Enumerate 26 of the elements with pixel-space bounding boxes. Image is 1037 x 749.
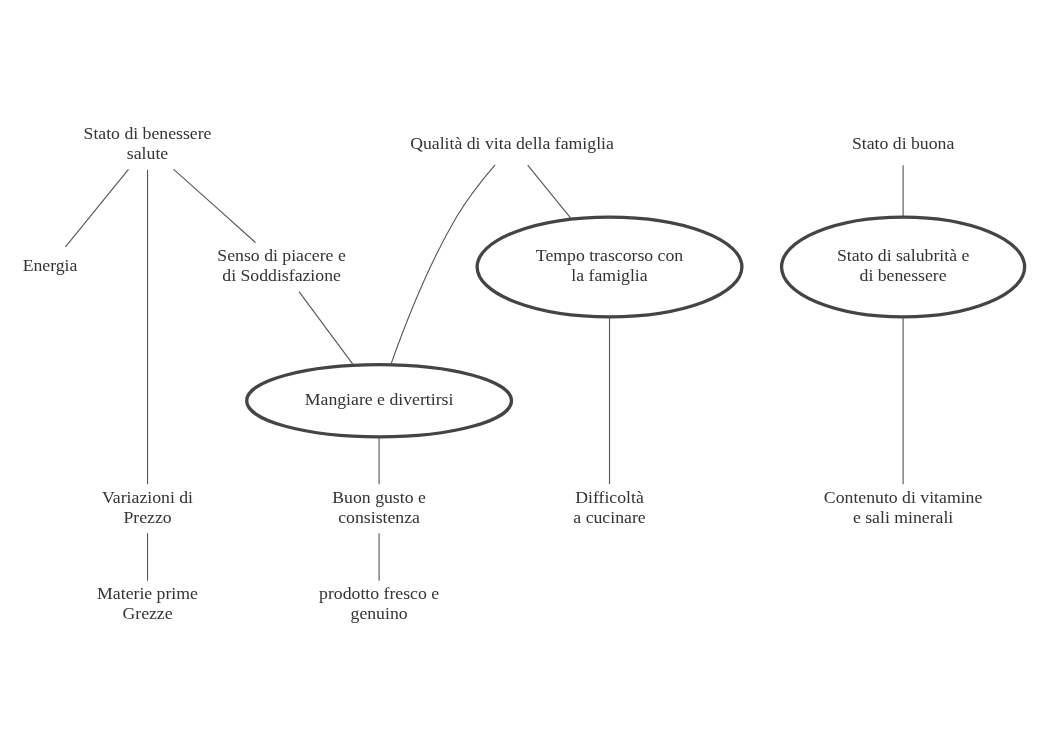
connector <box>297 290 354 365</box>
node-text: Senso di piacere e di Soddisfazione <box>216 244 346 285</box>
connector <box>146 168 148 485</box>
connector <box>64 168 129 247</box>
node-text: Variazioni di Prezzo <box>101 486 193 527</box>
node-ellipse: Mangiare e divertirsi <box>244 362 513 438</box>
node-text: Stato di benessere salute <box>83 122 211 163</box>
connector <box>172 168 256 243</box>
node-ellipse: Stato di salubrità e di benessere <box>779 214 1026 318</box>
node-text: Buon gusto e consistenza <box>331 486 426 527</box>
node-text: Difficoltà a cucinare <box>572 486 646 527</box>
connector <box>608 316 610 485</box>
node-text: Qualità di vita della famiglia <box>409 132 614 153</box>
node-text: Contenuto di vitamine e sali minerali <box>823 486 982 527</box>
connector <box>146 532 148 581</box>
node-text: Energia <box>22 254 77 275</box>
node-ellipse: Tempo trascorso con la famiglia <box>474 214 744 318</box>
connector <box>378 532 380 581</box>
connector <box>378 435 380 485</box>
connector <box>526 164 572 219</box>
node-text: prodotto fresco e genuino <box>318 582 439 623</box>
node-text: Stato di buona <box>851 132 954 153</box>
connector <box>389 163 496 365</box>
connector <box>902 316 904 485</box>
connector <box>902 164 904 217</box>
node-text: Materie prime Grezze <box>96 582 198 623</box>
